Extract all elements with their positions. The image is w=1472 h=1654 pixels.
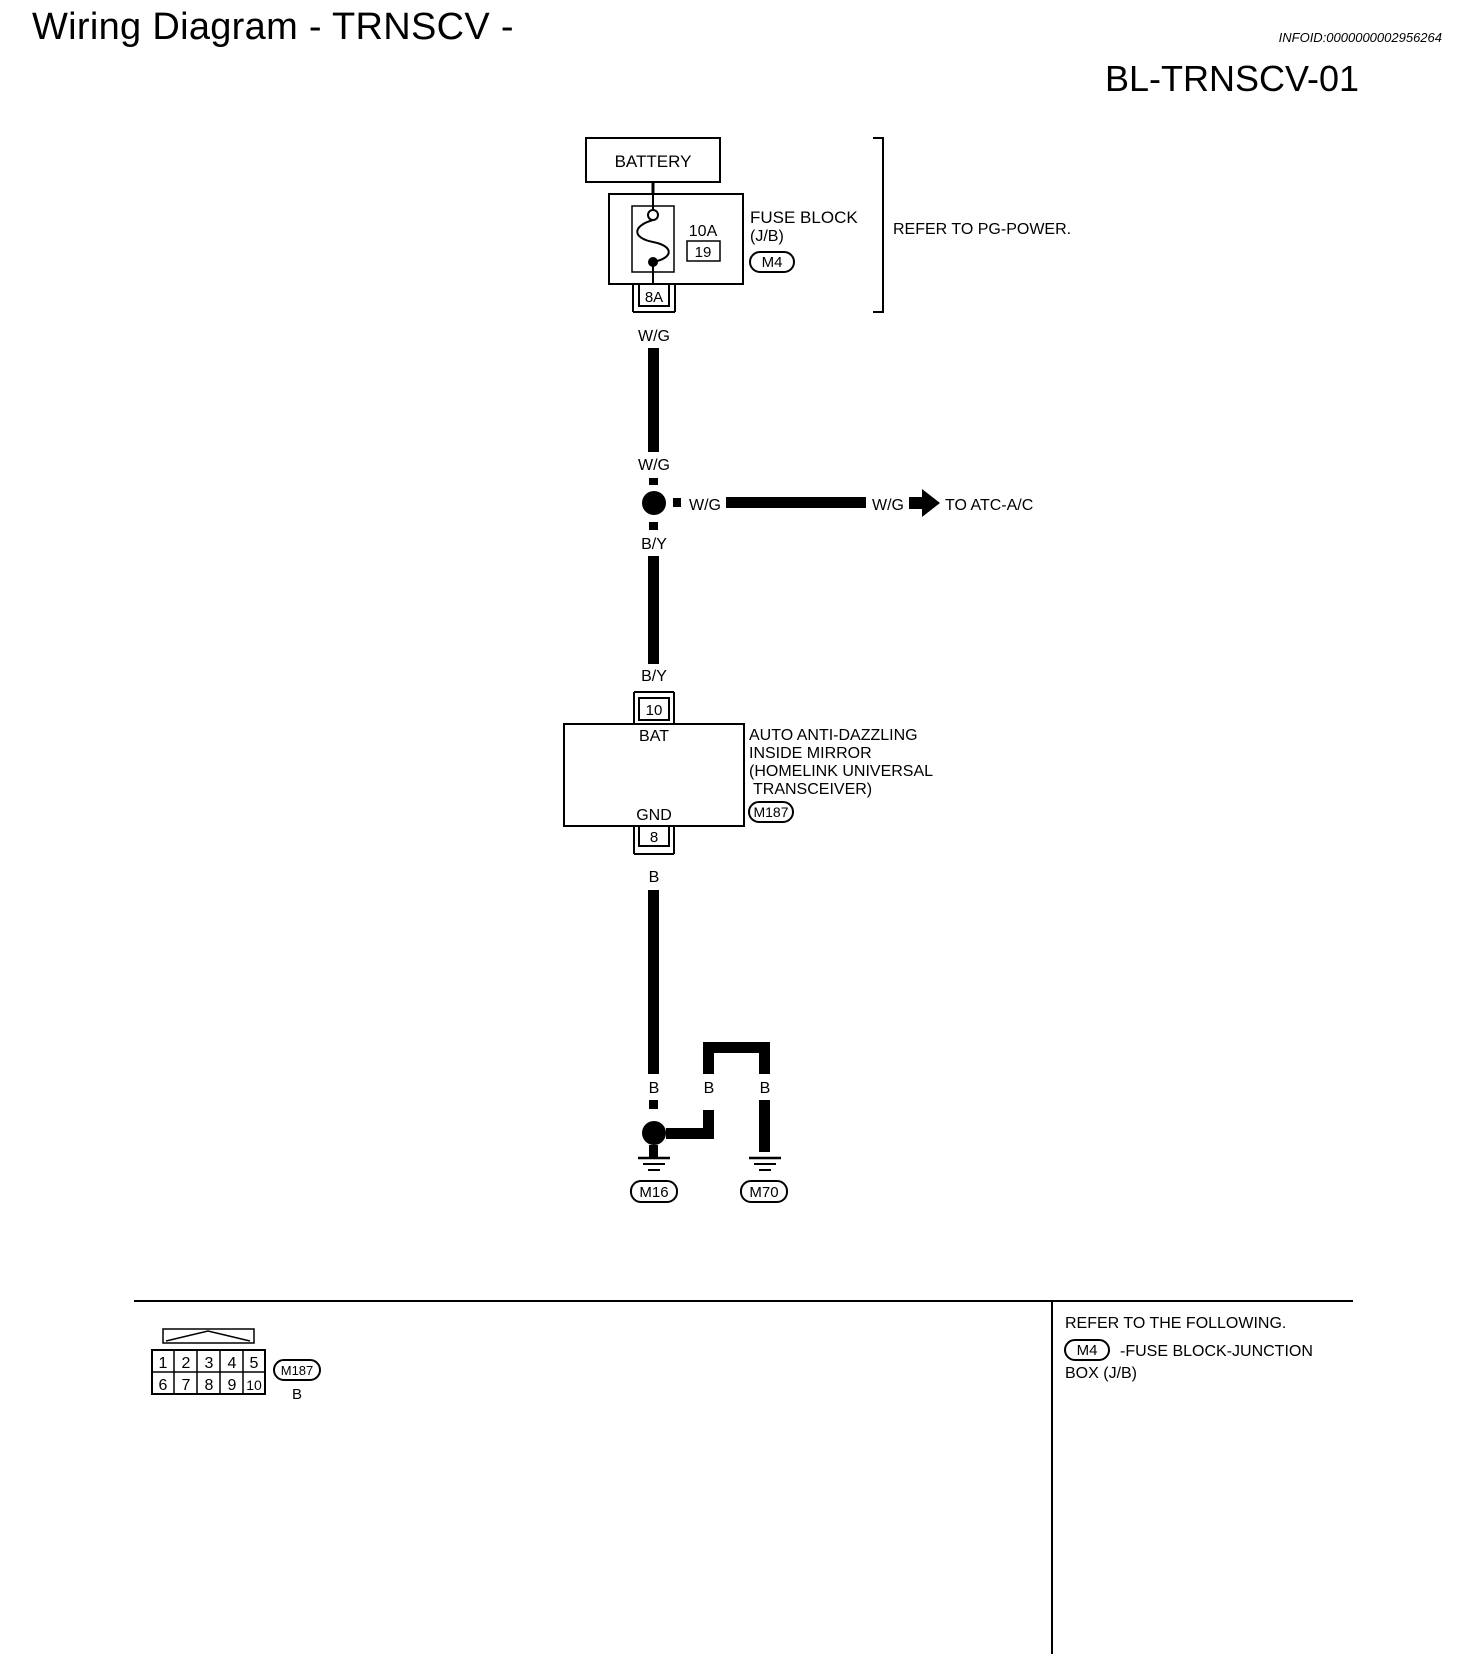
mirror-name-2: INSIDE MIRROR	[749, 745, 872, 762]
wire-label-fuse-out: W/G	[638, 328, 670, 345]
pin-label: 9	[228, 1377, 237, 1394]
diagram-code: BL-TRNSCV-01	[1105, 58, 1360, 99]
pin-label: 2	[182, 1355, 191, 1372]
wire-by-main	[648, 556, 659, 664]
wire-label-ground-left: B	[649, 1080, 660, 1097]
wire-wg-branch	[726, 497, 866, 508]
wire-label-mirror-in: B/Y	[641, 668, 667, 685]
wire-label-branch-right: W/G	[872, 497, 904, 514]
wire-b-main	[648, 890, 659, 1074]
power-bracket	[873, 137, 884, 313]
fuse-block-name-1: FUSE BLOCK	[750, 208, 858, 227]
ground-splice-point	[642, 1121, 666, 1145]
fuse-block-connector: M4	[762, 254, 783, 271]
fuse-icon	[636, 209, 670, 267]
wire-label-ground-right: B	[760, 1080, 771, 1097]
to-atc-label: TO ATC-A/C	[945, 497, 1033, 514]
mirror-label-gnd: GND	[636, 807, 672, 824]
pin-label: 1	[159, 1355, 168, 1372]
fuse-number-box	[686, 240, 721, 262]
connector-face-m187: 1 2 3 4 5 6 7 8 9 10	[151, 1328, 266, 1395]
fuse-number: 19	[695, 244, 712, 261]
fuse-block-connector-badge	[749, 251, 795, 273]
mirror-name-3: (HOMELINK UNIVERSAL	[749, 763, 933, 780]
ground-left-badge	[630, 1180, 678, 1203]
pin-label: 4	[228, 1355, 237, 1372]
fuse-rating: 10A	[689, 223, 718, 240]
ground-left-connector: M16	[639, 1184, 668, 1201]
splice-point	[642, 491, 666, 515]
refer-following-text-2: BOX (J/B)	[1065, 1365, 1137, 1382]
info-id: INFOID:0000000002956264	[1278, 30, 1442, 45]
mirror-name-4: TRANSCEIVER)	[753, 781, 872, 798]
wire-wg-main	[648, 348, 659, 452]
mirror-connector-badge	[748, 801, 794, 823]
pin-label: 6	[159, 1377, 168, 1394]
refer-following-heading: REFER TO THE FOLLOWING.	[1065, 1315, 1286, 1332]
mirror-name-1: AUTO ANTI-DAZZLING	[749, 727, 918, 744]
battery-label: BATTERY	[615, 152, 692, 171]
refer-pg-power: REFER TO PG-POWER.	[893, 221, 1071, 238]
mirror-bat-connector: 10	[633, 691, 675, 724]
mirror-box	[563, 723, 745, 827]
fuse-block: 10A 19 8A	[608, 193, 744, 313]
mirror-connector: M187	[753, 804, 788, 820]
page-title: Wiring Diagram - TRNSCV -	[32, 6, 514, 48]
refer-following-badge	[1064, 1339, 1110, 1361]
fuse-block-name-2: (J/B)	[750, 228, 784, 245]
wire-label-splice-out: B/Y	[641, 536, 667, 553]
wire-label-branch-left: W/G	[689, 497, 721, 514]
mirror-pin-bat: 10	[646, 702, 663, 719]
pin-label: 5	[250, 1355, 259, 1372]
connector-face-color: B	[292, 1386, 302, 1403]
wire-label-mirror-out: B	[649, 869, 660, 886]
ground-right-connector: M70	[749, 1184, 778, 1201]
wire-b-right	[759, 1100, 770, 1152]
wire-b-jumper	[703, 1042, 770, 1074]
refer-following-text-1: -FUSE BLOCK-JUNCTION	[1120, 1343, 1313, 1360]
pin-label: 3	[205, 1355, 214, 1372]
mirror-pin-gnd: 8	[650, 829, 658, 846]
pin-label: 7	[182, 1377, 191, 1394]
ground-icon	[638, 1145, 670, 1171]
connector-face-badge	[273, 1359, 321, 1381]
mirror-label-bat: BAT	[639, 728, 669, 745]
battery: BATTERY	[585, 137, 721, 183]
wire-label-splice-in: W/G	[638, 457, 670, 474]
wire-label-ground-mid: B	[704, 1080, 715, 1097]
ground-icon	[749, 1156, 781, 1171]
refer-following-connector: M4	[1077, 1342, 1098, 1359]
arrow-right-icon	[909, 489, 940, 517]
connector-face-connector: M187	[281, 1363, 314, 1378]
ground-right-badge	[740, 1180, 788, 1203]
pin-label: 10	[246, 1377, 262, 1393]
pin-label: 8	[205, 1377, 214, 1394]
fuse-terminal: 8A	[645, 289, 663, 306]
mirror-gnd-connector: 8	[633, 825, 675, 855]
